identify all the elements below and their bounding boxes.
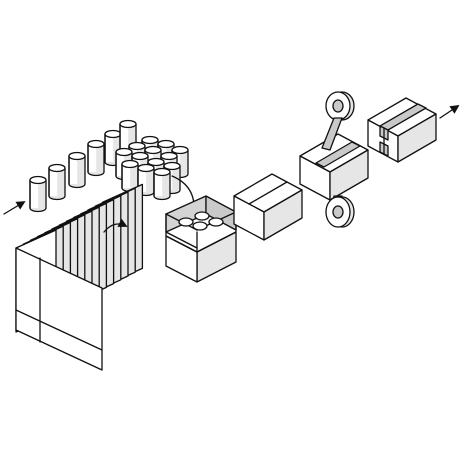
cylinder-item <box>29 175 47 213</box>
output-arrow <box>439 104 460 119</box>
cylinder-item <box>48 163 66 201</box>
cylinder-item <box>68 151 86 189</box>
open-box-icon <box>165 195 237 283</box>
cylinder-item <box>87 139 105 177</box>
cylinders-icon <box>29 119 137 213</box>
blank-feed-arrow <box>103 218 128 233</box>
flat-blanks-icon <box>15 183 144 371</box>
box-icon <box>233 173 303 241</box>
blank-stack-front <box>15 247 103 371</box>
cylinder-cluster-icon <box>115 135 189 201</box>
tape-rolls-icon <box>299 91 369 228</box>
cylinder-item <box>153 167 171 201</box>
sealed-box-icon <box>367 97 437 163</box>
cylinder-item <box>121 159 139 193</box>
input-arrow <box>3 201 26 215</box>
